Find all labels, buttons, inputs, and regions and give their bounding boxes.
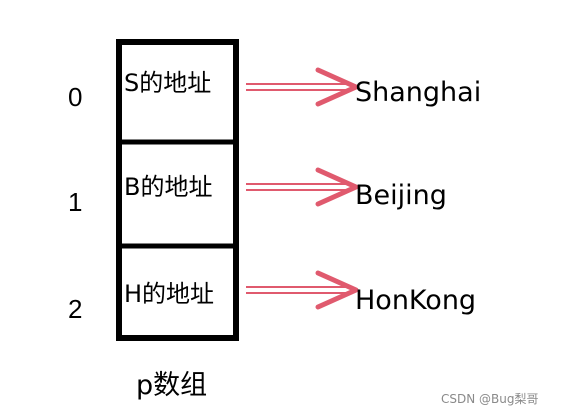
- watermark: CSDN @Bug梨哥: [441, 392, 538, 406]
- array-row-1: 1 B的地址 Beijing: [68, 167, 447, 217]
- target-label-2: HonKong: [355, 285, 476, 316]
- cell-label-0: S的地址: [124, 69, 211, 97]
- array-caption: p数组: [136, 370, 207, 401]
- target-label-0: Shanghai: [355, 77, 481, 108]
- row-index-0: 0: [68, 82, 82, 112]
- array-row-0: 0 S的地址 Shanghai: [68, 67, 481, 112]
- pointer-arrow-0: [246, 67, 359, 107]
- pointer-arrow-2: [246, 270, 359, 310]
- cell-label-2: H的地址: [124, 280, 214, 308]
- row-index-1: 1: [68, 187, 82, 217]
- cell-label-1: B的地址: [124, 173, 212, 201]
- array-box: [116, 39, 239, 341]
- pointer-arrow-1: [246, 167, 359, 207]
- target-label-1: Beijing: [355, 180, 447, 211]
- array-row-2: 2 H的地址 HonKong: [68, 270, 476, 324]
- row-index-2: 2: [68, 294, 82, 324]
- array-outline: [116, 39, 239, 341]
